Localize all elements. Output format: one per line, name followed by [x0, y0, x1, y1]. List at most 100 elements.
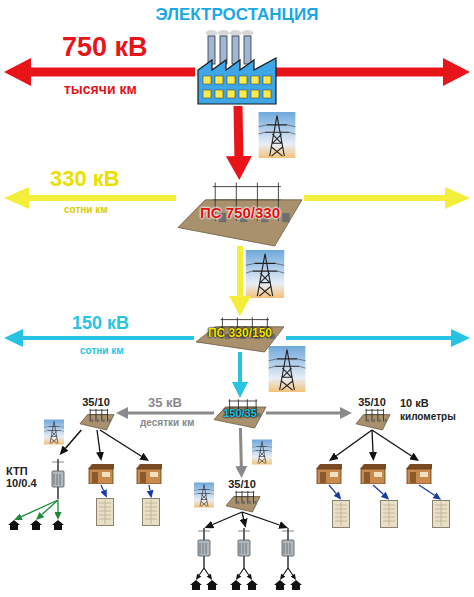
- edge-label: 35 кВ: [148, 396, 182, 409]
- power-arrow: [276, 68, 444, 77]
- substation-equipment: [282, 213, 289, 222]
- gantry-beam: [236, 496, 255, 497]
- substation-equipment: [249, 501, 251, 504]
- plant-building: [198, 58, 276, 104]
- consumer-arrow: [204, 568, 209, 575]
- substation: 35/10: [76, 396, 116, 430]
- connector-arrow: [128, 412, 214, 415]
- power-arrow: [22, 336, 194, 340]
- gantry-post: [366, 409, 367, 422]
- chimney: [232, 36, 239, 64]
- gantry-post: [107, 409, 108, 422]
- power-arrow-head: [443, 58, 470, 86]
- consumer-arrow: [21, 500, 58, 517]
- feeder-arrow: [101, 485, 104, 491]
- distribution-cabinet: [143, 499, 160, 526]
- substation-equipment: [385, 419, 387, 422]
- tower-photo: [246, 250, 284, 298]
- substation-equipment: [379, 419, 381, 422]
- smoke: [230, 30, 242, 36]
- annotation-label: тысячи км: [64, 82, 137, 96]
- power-arrow: [286, 336, 452, 340]
- smoke: [242, 30, 254, 36]
- plant-window: [203, 76, 211, 84]
- voltage-ratio: 150/35: [223, 407, 257, 419]
- substation-platform: [214, 407, 266, 428]
- plant-window: [227, 90, 235, 98]
- connector-arrow: [237, 246, 243, 296]
- house-icon: [206, 580, 218, 590]
- gantry-post: [253, 491, 254, 504]
- kiosk-substation: [316, 464, 342, 484]
- kiosk-substation: [136, 464, 162, 484]
- power-arrow-head: [4, 58, 31, 86]
- gantry-post: [101, 409, 102, 422]
- house-icon: [30, 520, 42, 530]
- annotation-label: 750 кВ: [62, 34, 148, 61]
- connector-arrow: [239, 428, 243, 466]
- gantry-beam: [213, 186, 281, 187]
- transformer-fins: [52, 462, 64, 485]
- plant-window: [263, 76, 271, 84]
- consumer-arrow: [244, 568, 249, 575]
- substation-equipment: [237, 501, 239, 504]
- tower-photo: [194, 483, 214, 508]
- substation-label: ПС 330/150: [208, 327, 272, 340]
- pole-transformer: [282, 528, 294, 568]
- substation-equipment: [243, 501, 245, 504]
- substation-equipment: [367, 419, 369, 422]
- consumer-arrow: [199, 568, 204, 575]
- connector-arrow: [234, 106, 244, 156]
- substation-equipment: [109, 419, 111, 422]
- house-icon: [246, 580, 258, 590]
- chimney: [244, 36, 251, 64]
- gantry-post: [96, 409, 97, 422]
- feeder-arrow: [149, 485, 150, 491]
- gantry-post: [383, 409, 384, 422]
- distribution-cabinet: [433, 501, 450, 528]
- substation-platform: [196, 327, 284, 352]
- consumer-arrow: [57, 500, 58, 512]
- annotation-label: сотни км: [80, 346, 124, 356]
- gantry-beam: [366, 410, 385, 411]
- annotation-label: десятки км: [140, 418, 194, 428]
- consumer-arrow: [42, 500, 58, 515]
- substation-equipment: [258, 413, 261, 417]
- connector-arrow: [238, 352, 242, 382]
- tower-photo: [269, 346, 306, 392]
- plant-window: [215, 76, 223, 84]
- kiosk-substation: [88, 464, 114, 484]
- power-arrow: [30, 68, 195, 77]
- power-arrow-head: [445, 187, 470, 209]
- gantry-beam: [90, 410, 109, 411]
- gantry-beam: [366, 414, 385, 415]
- plant-window: [251, 76, 259, 84]
- power-arrow-head: [4, 329, 23, 347]
- substation: 35/10: [352, 396, 392, 430]
- smoke: [206, 30, 218, 36]
- tower-photo: [259, 112, 296, 158]
- house-icon: [8, 520, 20, 530]
- plant-window: [215, 90, 223, 98]
- power-arrow-head: [451, 329, 470, 347]
- transformer-pole: КТП 10/0.4: [6, 455, 70, 505]
- feeder-arrow: [242, 512, 280, 525]
- substation-equipment: [103, 419, 105, 422]
- annotation-label: 10 кВ: [400, 398, 429, 409]
- gantry-post: [90, 409, 91, 422]
- feeder-arrow: [100, 430, 141, 456]
- connector-arrow: [66, 430, 82, 448]
- annotation-label: сотни км: [64, 205, 108, 215]
- feeder-arrow: [213, 512, 242, 525]
- substation: ПС 330/150: [196, 316, 284, 352]
- substation-equipment: [91, 419, 93, 422]
- house-icon: [230, 580, 242, 590]
- gantry-beam: [229, 401, 258, 402]
- plant-window: [203, 90, 211, 98]
- house-icon: [274, 580, 286, 590]
- substation: ПС 750/330: [178, 180, 302, 246]
- connectors: [66, 106, 341, 466]
- pole-transformer: [198, 528, 210, 568]
- distribution-cabinet: [97, 499, 114, 526]
- substation: 150/35: [214, 398, 266, 428]
